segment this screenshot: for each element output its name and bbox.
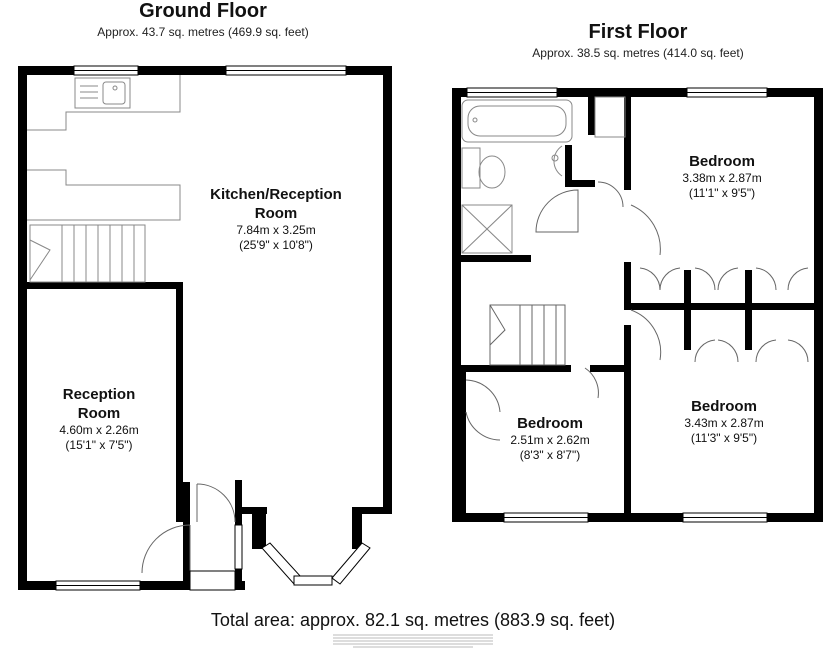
ground-internal-wall: [183, 515, 190, 590]
first-internal-wall: [565, 145, 572, 187]
first-internal-wall: [745, 270, 752, 350]
room-name: Reception: [62, 386, 136, 403]
first-internal-wall: [624, 325, 631, 365]
stairs: [489, 304, 566, 366]
ground-floor-plan: [18, 66, 392, 590]
ground-wall: [18, 581, 56, 590]
ground-wall: [140, 581, 190, 590]
kitchen-counter: [27, 75, 181, 131]
first-floor-area: Approx. 38.5 sq. metres (414.0 sq. feet): [532, 46, 744, 60]
first-floor-title: First Floor: [588, 21, 688, 43]
ground-bay-wall: [235, 507, 267, 514]
first-floor-windows: [466, 87, 768, 523]
ground-wall: [383, 66, 392, 514]
first-internal-wall: [565, 180, 595, 187]
room-reception: Reception Room 4.60m x 2.26m (15'1" x 7'…: [39, 385, 159, 453]
stairs: [29, 224, 146, 283]
first-internal-wall: [624, 303, 814, 310]
ground-internal-wall: [176, 282, 183, 482]
room-dimensions-imperial: (15'1" x 7'5"): [65, 438, 133, 452]
bath-icon: [461, 99, 573, 143]
kitchen-counter: [27, 169, 181, 221]
ground-wall: [138, 66, 226, 75]
first-wall: [452, 513, 504, 522]
ground-wall: [346, 66, 392, 75]
room-dimensions-metric: 2.51m x 2.62m: [510, 433, 590, 447]
room-dimensions-imperial: (11'3" x 9'5"): [690, 431, 758, 445]
room-name: Kitchen/Reception: [210, 186, 342, 203]
room-dimensions-metric: 3.38m x 2.87m: [682, 171, 762, 185]
first-wall: [767, 88, 823, 97]
room-bedroom-1: Bedroom 3.38m x 2.87m (11'1" x 9'5"): [662, 152, 782, 201]
first-internal-wall: [461, 365, 571, 372]
first-wall: [814, 88, 823, 522]
room-dimensions-metric: 7.84m x 3.25m: [236, 223, 316, 237]
toilet-icon: [478, 155, 506, 189]
first-internal-wall: [459, 368, 466, 513]
room-dimensions-imperial: (8'3" x 8'7"): [519, 448, 581, 462]
ground-internal-wall: [176, 482, 190, 522]
ground-wall: [18, 66, 27, 590]
first-internal-wall: [684, 270, 691, 350]
room-name: Bedroom: [517, 415, 583, 432]
room-dimensions-imperial: (25'9" x 10'8"): [239, 238, 313, 252]
room-dimensions-metric: 3.43m x 2.87m: [684, 416, 764, 430]
ground-floor-title: Ground Floor: [139, 0, 267, 22]
room-name: Room: [77, 405, 121, 422]
first-floor-doors: [465, 181, 809, 441]
bay-window: [331, 542, 371, 585]
first-internal-wall: [624, 365, 631, 513]
first-internal-wall: [588, 97, 595, 135]
room-name: Bedroom: [691, 398, 757, 415]
room-name: Room: [254, 205, 298, 222]
bathroom-fixtures: [461, 96, 626, 254]
room-dimensions-imperial: (11'1" x 9'5"): [688, 186, 756, 200]
ground-bay-wall: [352, 507, 362, 549]
first-internal-wall: [461, 255, 531, 262]
room-dimensions-metric: 4.60m x 2.26m: [59, 423, 139, 437]
ground-internal-wall: [27, 282, 183, 289]
shower-tray: [461, 204, 513, 254]
room-bedroom-2: Bedroom 2.51m x 2.62m (8'3" x 8'7"): [490, 414, 610, 463]
first-wall: [557, 88, 687, 97]
room-name: Bedroom: [689, 153, 755, 170]
first-wall: [452, 88, 461, 522]
first-floor-plan: [452, 88, 823, 522]
bay-window: [293, 575, 333, 586]
front-door: [141, 483, 236, 591]
first-wall: [767, 513, 823, 522]
sink-unit: [74, 77, 131, 109]
ground-bay-wall: [252, 507, 266, 549]
sink-icon: [102, 81, 126, 105]
room-kitchen-reception: Kitchen/Reception Room 7.84m x 3.25m (25…: [196, 185, 356, 253]
ground-wall: [18, 66, 74, 75]
airing-cupboard: [594, 96, 626, 138]
first-wall: [588, 513, 683, 522]
total-area: Total area: approx. 82.1 sq. metres (883…: [210, 610, 616, 630]
toilet-cistern: [461, 147, 481, 189]
first-internal-wall: [624, 262, 631, 307]
ground-floor-area: Approx. 43.7 sq. metres (469.9 sq. feet): [97, 25, 309, 39]
window: [234, 524, 243, 570]
first-internal-wall: [624, 90, 631, 190]
room-bedroom-3: Bedroom 3.43m x 2.87m (11'3" x 9'5"): [664, 397, 784, 446]
ground-bay-wall: [352, 507, 392, 514]
first-internal-wall: [590, 365, 630, 372]
kitchen-fixtures: [27, 75, 181, 283]
ground-floor-windows: [55, 65, 371, 591]
